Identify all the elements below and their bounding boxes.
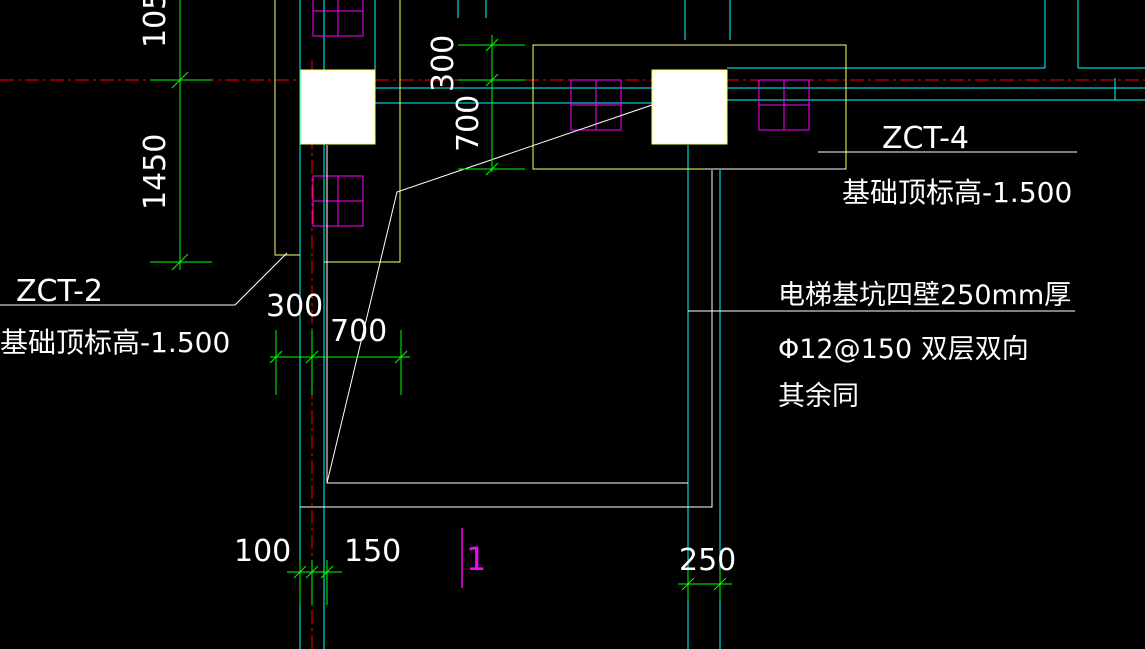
dim-vertical-mid-tick1 bbox=[485, 38, 499, 52]
dim-horizontal-upper-tick1 bbox=[269, 350, 283, 364]
cyan-walls bbox=[299, 0, 1145, 649]
dim-vertical-left-tick2 bbox=[171, 253, 189, 271]
white-columns bbox=[300, 69, 728, 145]
dim-700-vertical: 700 bbox=[451, 95, 486, 152]
label-zct2-name: ZCT-2 bbox=[16, 274, 103, 309]
label-zct4-name: ZCT-4 bbox=[882, 121, 969, 156]
pit-outer-line bbox=[300, 170, 713, 508]
white-linework bbox=[0, 104, 1077, 508]
dim-300-vertical: 300 bbox=[426, 35, 461, 92]
annotation-text: ZCT-4 基础顶标高-1.500 ZCT-2 基础顶标高-1.500 电梯基坑… bbox=[0, 121, 1072, 578]
dim-vertical-mid-tick3 bbox=[485, 162, 499, 176]
column-right bbox=[651, 69, 728, 145]
label-rebar: Φ12@150 双层双向 bbox=[778, 334, 1029, 365]
diagonal-slab-line bbox=[326, 104, 653, 484]
yellow-foundations bbox=[274, 0, 847, 263]
foundation-zct2-outline bbox=[274, 0, 300, 256]
dim-horizontal-upper-tick3 bbox=[394, 350, 408, 364]
dim-horizontal-lower-tick2 bbox=[305, 565, 319, 579]
dim-1050: 1050 bbox=[138, 0, 173, 48]
dim-100: 100 bbox=[234, 534, 291, 569]
column-left bbox=[300, 69, 376, 145]
dim-300-horizontal: 300 bbox=[266, 289, 323, 324]
label-zct4-elevation: 基础顶标高-1.500 bbox=[842, 176, 1072, 209]
green-dimensions bbox=[150, 0, 732, 605]
foundation-zct4-outline bbox=[532, 44, 847, 170]
label-zct2-elevation: 基础顶标高-1.500 bbox=[0, 326, 230, 359]
dim-1450: 1450 bbox=[138, 134, 173, 210]
dimension-text: 1050 1450 300 700 300 700 100 150 250 bbox=[138, 0, 736, 578]
dim-horizontal-lower-tick1 bbox=[293, 565, 307, 579]
label-same: 其余同 bbox=[778, 381, 859, 412]
foundation-zct2-outline-right bbox=[324, 0, 401, 263]
dim-vertical-mid-tick2 bbox=[485, 73, 499, 87]
dim-150: 150 bbox=[344, 534, 401, 569]
leader-zct2 bbox=[0, 252, 288, 306]
dim-horizontal-upper-tick2 bbox=[305, 350, 319, 364]
label-pit-wall: 电梯基坑四壁250mm厚 bbox=[778, 280, 1071, 311]
dim-horizontal-lower-tick3 bbox=[320, 565, 334, 579]
section-mark-number: 1 bbox=[466, 540, 486, 578]
dim-horizontal-250-tick1 bbox=[681, 577, 695, 591]
dim-700-horizontal: 700 bbox=[330, 314, 387, 349]
dim-vertical-left-tick1 bbox=[171, 71, 189, 89]
magenta-columns bbox=[312, 0, 810, 588]
dim-250: 250 bbox=[679, 543, 736, 578]
dim-horizontal-250-tick2 bbox=[713, 577, 727, 591]
